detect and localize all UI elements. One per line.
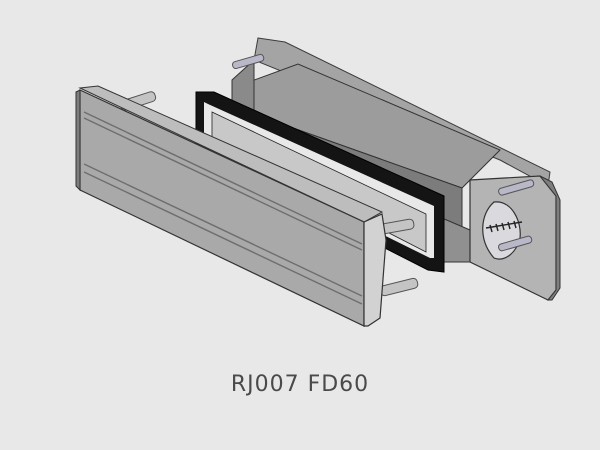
rear-bolts [232,53,535,252]
product-code: RJ007 FD60 [230,372,370,397]
letterplate-exploded-view [75,37,561,327]
rear-frame-end-cap-edge [539,175,561,301]
front-plate-left-edge [75,89,81,192]
front-plate-end-cap [363,213,387,327]
front-plate [75,85,387,327]
spring-icon [485,220,523,233]
front-plate-top-face [78,85,384,223]
front-bolt-bottom [379,277,419,297]
front-plate-grooves [83,111,363,305]
rear-bolt-right-top [498,179,535,196]
rear-bolt-top-left [232,53,265,70]
rear-bolt-right-bottom [498,235,533,252]
